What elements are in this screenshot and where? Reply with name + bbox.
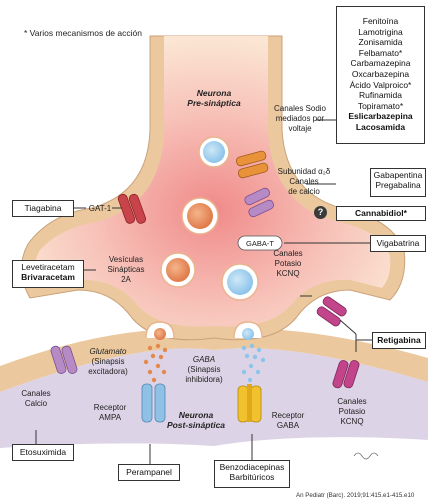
vesicle-right bbox=[222, 264, 258, 300]
drug-label: Barbitúricos bbox=[215, 473, 289, 483]
vesicle-middle bbox=[182, 198, 218, 234]
svg-text:Canales: Canales bbox=[21, 389, 50, 398]
drug-item: Zonisamida bbox=[337, 37, 424, 48]
svg-text:(Sinapsis: (Sinapsis bbox=[188, 365, 221, 374]
svg-text:Post-sináptica: Post-sináptica bbox=[167, 420, 225, 430]
svg-text:GABA: GABA bbox=[277, 421, 300, 430]
retigabina-box: Retigabina bbox=[372, 332, 426, 349]
svg-text:AMPA: AMPA bbox=[99, 413, 122, 422]
footnote-multiple-mechanisms: * Varios mecanismos de acción bbox=[24, 28, 142, 38]
etosuximida-box: Etosuximida bbox=[12, 444, 74, 461]
drug-item-bold: Lacosamida bbox=[337, 122, 424, 133]
drug-item: Oxcarbazepina bbox=[337, 69, 424, 80]
svg-text:Subunidad α₂δ: Subunidad α₂δ bbox=[278, 167, 331, 176]
svg-text:Glutamato: Glutamato bbox=[90, 347, 127, 356]
vesicle-left bbox=[161, 253, 195, 287]
svg-text:excitadora): excitadora) bbox=[88, 367, 128, 376]
tiagabina-box: Tiagabina bbox=[12, 200, 74, 217]
glutamate-label: Glutamato (Sinapsis excitadora) bbox=[88, 347, 128, 376]
gaba-t-tag: GABA-T bbox=[238, 236, 282, 250]
svg-text:(Sinapsis: (Sinapsis bbox=[92, 357, 125, 366]
svg-text:mediados por: mediados por bbox=[276, 114, 325, 123]
perampanel-box: Perampanel bbox=[118, 464, 180, 481]
svg-text:Sinápticas: Sinápticas bbox=[108, 265, 145, 274]
svg-text:Potasio: Potasio bbox=[339, 407, 366, 416]
gat1-label: GAT-1 bbox=[89, 204, 112, 213]
levetiracetam-box: Levetiracetam Brivaracetam bbox=[12, 260, 84, 288]
cannabidiol-box: Cannabidiol* bbox=[336, 206, 426, 221]
svg-text:Canales: Canales bbox=[273, 249, 302, 258]
svg-text:Canales Sodio: Canales Sodio bbox=[274, 104, 327, 113]
svg-text:inhibidora): inhibidora) bbox=[185, 375, 223, 384]
drug-item: Lamotrigina bbox=[337, 27, 424, 38]
drug-item: Ácido Valproico* bbox=[337, 80, 424, 91]
gaba-receptor bbox=[238, 384, 261, 422]
svg-text:Canales: Canales bbox=[337, 397, 366, 406]
drug-item: Rufinamida bbox=[337, 90, 424, 101]
svg-text:2A: 2A bbox=[121, 275, 131, 284]
svg-text:GABA-T: GABA-T bbox=[246, 239, 274, 248]
svg-text:Receptor: Receptor bbox=[272, 411, 305, 420]
svg-text:Receptor: Receptor bbox=[94, 403, 127, 412]
svg-text:Canales: Canales bbox=[289, 177, 318, 186]
svg-text:Neurona: Neurona bbox=[179, 410, 214, 420]
benzodiacepinas-box: Benzodiacepinas Barbitúricos bbox=[214, 460, 290, 488]
svg-text:GABA: GABA bbox=[193, 355, 215, 364]
vigabatrina-box: Vigabatrina bbox=[370, 235, 426, 252]
svg-text:de calcio: de calcio bbox=[288, 187, 320, 196]
drug-item-bold: Eslicarbazepina bbox=[337, 111, 424, 122]
calcium-post-label: Canales Calcio bbox=[21, 389, 50, 408]
svg-text:KCNQ: KCNQ bbox=[340, 417, 363, 426]
question-icon: ? bbox=[314, 206, 327, 219]
svg-text:Neurona: Neurona bbox=[197, 88, 232, 98]
vesicle-top bbox=[199, 137, 229, 167]
potassium-pre-label: Canales Potasio KCNQ bbox=[273, 249, 302, 278]
artist-signature bbox=[354, 453, 378, 459]
svg-text:KCNQ: KCNQ bbox=[276, 269, 299, 278]
drug-item: Topiramato* bbox=[337, 101, 424, 112]
drug-label: Brivaracetam bbox=[13, 273, 83, 283]
potassium-post-label: Canales Potasio KCNQ bbox=[337, 397, 366, 426]
svg-text:voltaje: voltaje bbox=[288, 124, 312, 133]
sodium-channel-drugs-box: Fenitoína Lamotrigina Zonisamida Felbama… bbox=[336, 6, 425, 144]
svg-text:Calcio: Calcio bbox=[25, 399, 48, 408]
drug-item: Carbamazepina bbox=[337, 58, 424, 69]
svg-text:Potasio: Potasio bbox=[275, 259, 302, 268]
svg-text:Pre-sináptica: Pre-sináptica bbox=[187, 98, 241, 108]
drug-item: Fenitoína bbox=[337, 16, 424, 27]
drug-label: Pregabalina bbox=[371, 181, 425, 191]
svg-text:Vesículas: Vesículas bbox=[109, 255, 143, 264]
gabapentina-box: Gabapentina Pregabalina bbox=[370, 168, 426, 197]
source-credit: An Pediatr (Barc). 2019;91:415.e1-415.e1… bbox=[296, 492, 414, 499]
drug-item: Felbamato* bbox=[337, 48, 424, 59]
